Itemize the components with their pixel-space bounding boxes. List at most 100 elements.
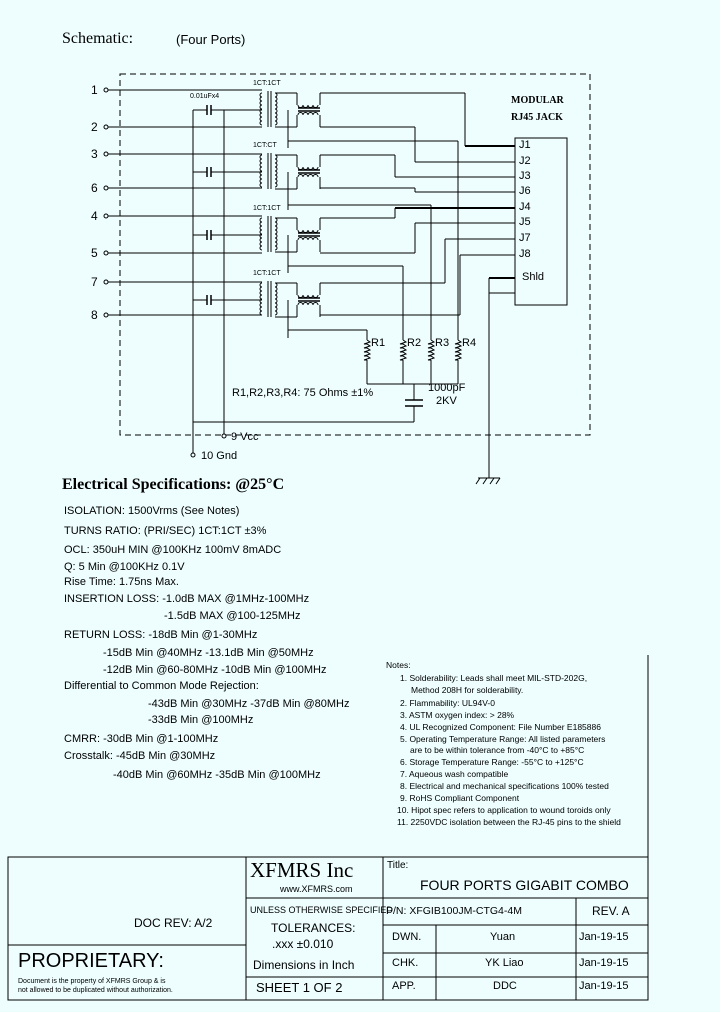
secondary-coil: [274, 154, 278, 188]
note-item: Method 208H for solderability.: [411, 685, 524, 695]
transformer-ratio-label: 1CT:CT: [253, 142, 277, 149]
secondary-coil: [274, 282, 278, 316]
pin-label: 7: [91, 275, 98, 289]
spec-line: CMRR: -30dB Min @1-100MHz: [64, 733, 219, 745]
jack-pin-label: J7: [519, 232, 531, 244]
company-website: www.XFMRS.com: [280, 884, 353, 894]
vcc-pin: 9 Vcc: [231, 431, 259, 443]
primary-coil: [259, 154, 263, 188]
signoff-name: DDC: [493, 980, 517, 992]
secondary-coil: [274, 217, 278, 251]
document-title: FOUR PORTS GIGABIT COMBO: [420, 877, 629, 893]
note-item: are to be within tolerance from -40°C to…: [410, 745, 585, 755]
jack-wires: [320, 92, 515, 316]
part-number: P/N: XFGIB100JM-CTG4-4M: [386, 905, 522, 917]
secondary-coil: [274, 92, 278, 126]
pin-label: 3: [91, 147, 98, 161]
spec-line: INSERTION LOSS: -1.0dB MAX @1MHz-100MHz: [64, 593, 310, 605]
resistor-label: R2: [407, 337, 422, 349]
resistor-label: R3: [435, 337, 450, 349]
common-mode-choke: [297, 237, 319, 241]
resistor-label: R4: [462, 337, 477, 349]
spec-line: ISOLATION: 1500Vrms (See Notes): [64, 505, 240, 517]
note-item: 11. 2250VDC isolation between the RJ-45 …: [397, 817, 621, 827]
resistor-value: R1,R2,R3,R4: 75 Ohms ±1%: [232, 387, 374, 399]
title-label: Title:: [387, 860, 409, 871]
transformer-ratio-label: 1CT:1CT: [253, 80, 281, 87]
notes-title: Notes:: [386, 660, 411, 670]
schematic-title: Schematic:: [62, 30, 134, 47]
company-name: XFMRS Inc: [250, 858, 354, 882]
spec-line: -15dB Min @40MHz -13.1dB Min @50MHz: [103, 647, 314, 659]
spec-line: Crosstalk: -45dB Min @30MHz: [64, 750, 216, 762]
cap-label: 0.01uFx4: [190, 93, 220, 100]
pin-label: 8: [91, 308, 98, 322]
doc-revision: DOC REV: A/2: [134, 916, 213, 930]
transformer-ratio-label: 1CT:1CT: [253, 205, 281, 212]
ground-symbol: [475, 477, 501, 485]
gnd-pin: 10 Gnd: [201, 450, 238, 462]
spec-line: Differential to Common Mode Rejection:: [64, 680, 259, 692]
rj45-jack-box: [514, 137, 568, 306]
common-mode-choke: [297, 166, 319, 170]
common-mode-choke: [297, 104, 319, 108]
note-item: 1. Solderability: Leads shall meet MIL-S…: [400, 673, 588, 683]
primary-coil: [259, 92, 263, 126]
common-mode-choke: [297, 294, 319, 298]
signoff-date: Jan-19-15: [579, 931, 629, 943]
jack-pin-shield: Shld: [522, 271, 545, 283]
jack-pin-label: J3: [519, 170, 531, 182]
dimensions-unit: Dimensions in Inch: [253, 958, 355, 972]
resistor-3: [427, 339, 436, 361]
pin-terminal: [103, 250, 109, 256]
spec-line: TURNS RATIO: (PRI/SEC) 1CT:1CT ±3%: [64, 525, 267, 537]
resistor-label: R1: [371, 337, 386, 349]
resistor-2: [399, 339, 408, 361]
pin-label: 1: [91, 83, 98, 97]
revision: REV. A: [592, 904, 630, 918]
unless-specified: UNLESS OTHERWISE SPECIFIED: [250, 905, 393, 915]
proprietary-text: Document is the property of XFMRS Group …: [18, 978, 166, 985]
spec-line: RETURN LOSS: -18dB Min @1-30MHz: [64, 629, 258, 641]
signoff-role: CHK.: [392, 957, 419, 969]
spec-line: -33dB Min @100MHz: [148, 714, 254, 726]
jack-pin-label: J6: [519, 185, 531, 197]
resistor-1: [363, 339, 372, 361]
hv-cap-value: 1000pF: [428, 382, 466, 394]
primary-coil: [259, 282, 263, 316]
signoff-date: Jan-19-15: [579, 957, 629, 969]
hv-cap-voltage: 2KV: [436, 395, 457, 407]
jack-pin-label: J1: [519, 139, 531, 151]
termination-resistors: [288, 140, 463, 384]
pin-terminal: [103, 279, 109, 285]
spec-line: -1.5dB MAX @100-125MHz: [164, 610, 301, 622]
jack-title: MODULAR: [511, 95, 564, 106]
pin-terminal: [103, 87, 109, 93]
note-item: 6. Storage Temperature Range: -55°C to +…: [400, 757, 584, 767]
pin-label: 6: [91, 181, 98, 195]
jack-pin-label: J2: [519, 155, 531, 167]
proprietary-heading: PROPRIETARY:: [18, 950, 164, 972]
note-item: 2. Flammability: UL94V-0: [400, 698, 495, 708]
tolerances-label: TOLERANCES:: [271, 921, 356, 935]
spec-line: -12dB Min @60-80MHz -10dB Min @100MHz: [103, 664, 327, 676]
common-mode-choke: [297, 112, 319, 116]
note-item: 8. Electrical and mechanical specificati…: [400, 781, 609, 791]
pin-label: 4: [91, 209, 98, 223]
pin-terminal: [103, 124, 109, 130]
signoff-name: Yuan: [490, 931, 516, 943]
title-block-grid: [7, 655, 649, 1001]
pin-label: 2: [91, 120, 98, 134]
spec-line: -43dB Min @30MHz -37dB Min @80MHz: [148, 698, 350, 710]
jack-pin-label: J5: [519, 216, 531, 228]
signoff-date: Jan-19-15: [579, 980, 629, 992]
signoff-role: DWN.: [392, 931, 422, 943]
pin-label: 5: [91, 246, 98, 260]
spec-line: Rise Time: 1.75ns Max.: [64, 576, 179, 588]
note-item: 10. Hipot spec refers to application to …: [397, 805, 611, 815]
pin-terminal: [103, 213, 109, 219]
spec-line: -40dB Min @60MHz -35dB Min @100MHz: [113, 769, 321, 781]
sheet-number: SHEET 1 OF 2: [256, 980, 343, 995]
common-mode-choke: [297, 302, 319, 306]
